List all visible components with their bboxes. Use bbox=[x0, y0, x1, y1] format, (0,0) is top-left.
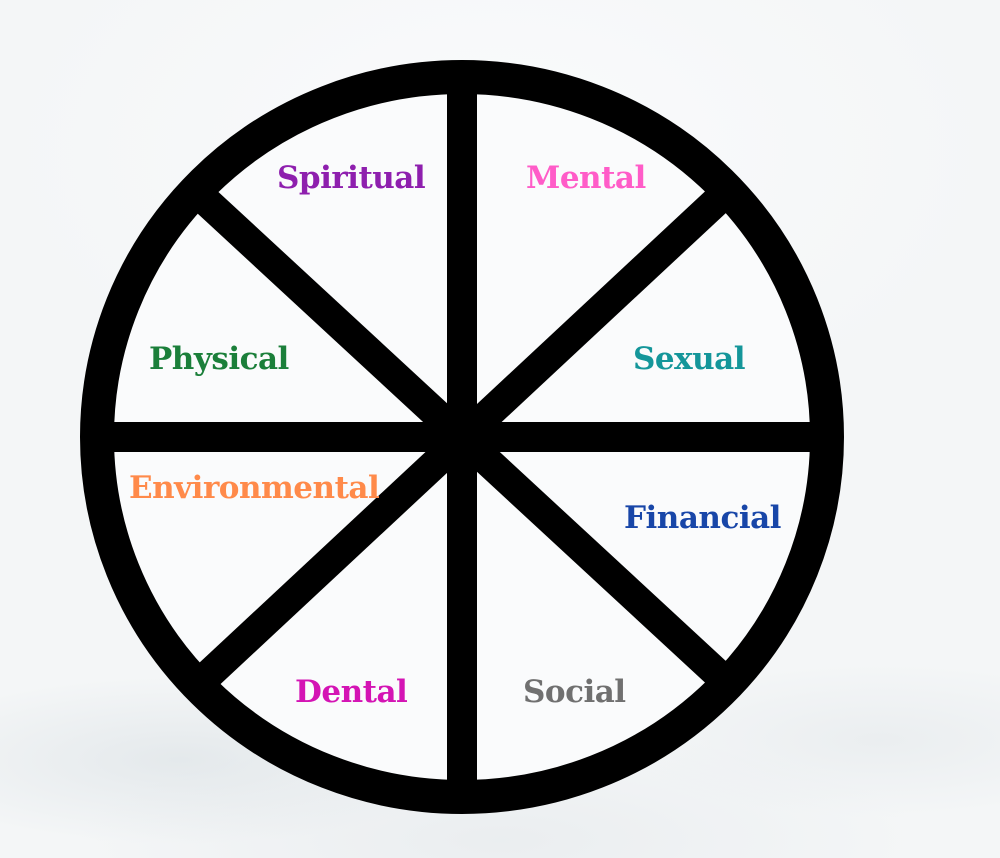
label-environmental: Environmental bbox=[129, 470, 380, 506]
label-dental: Dental bbox=[295, 674, 408, 710]
label-spiritual: Spiritual bbox=[277, 160, 426, 196]
label-sexual: Sexual bbox=[633, 341, 746, 377]
wheel-outer-ring bbox=[80, 60, 844, 814]
label-mental: Mental bbox=[526, 160, 646, 196]
label-physical: Physical bbox=[149, 341, 289, 377]
label-financial: Financial bbox=[624, 500, 781, 536]
label-social: Social bbox=[523, 674, 626, 710]
wheel-hub bbox=[430, 405, 494, 469]
